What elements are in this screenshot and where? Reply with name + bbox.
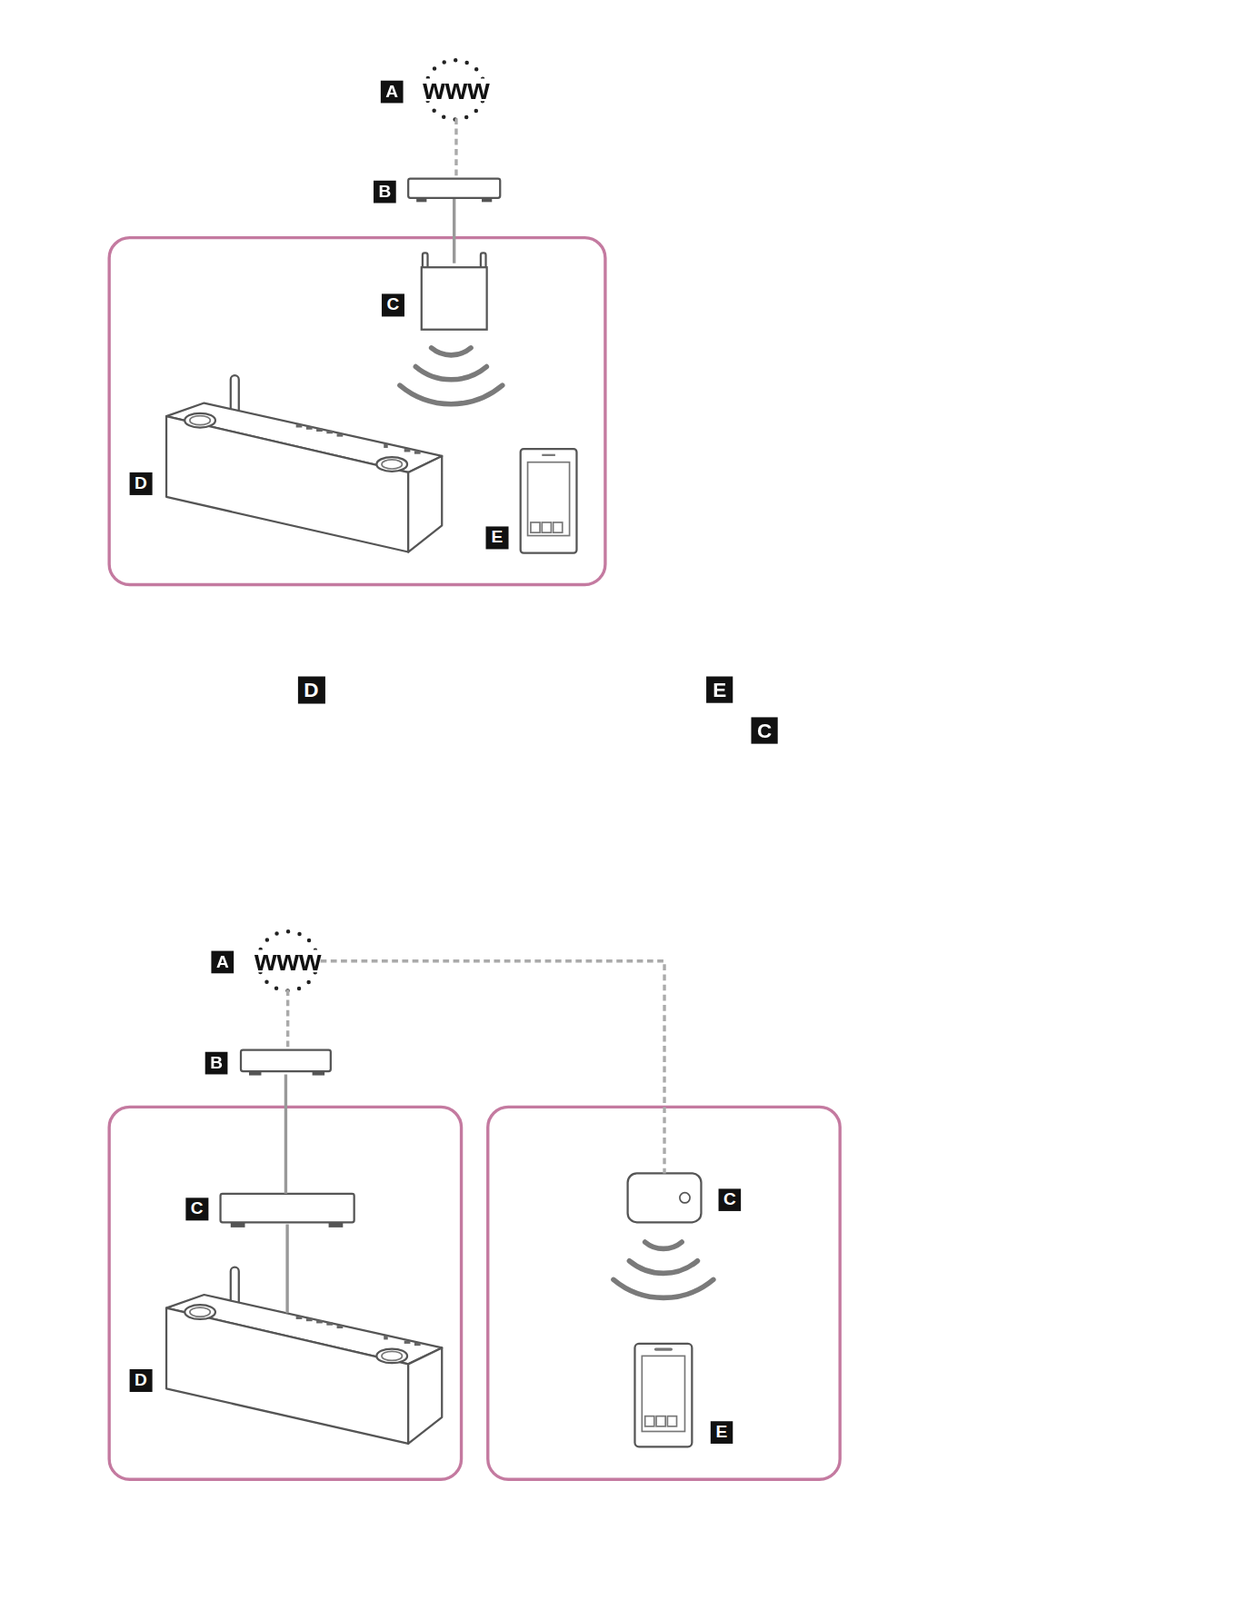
device-node: D [166, 421, 443, 553]
cable-link [452, 199, 456, 264]
callout-letter: E [486, 526, 509, 549]
internet-link [320, 961, 665, 1175]
cable-link [284, 1074, 288, 1194]
callout-letter: A [380, 80, 404, 104]
callout-letter: E [710, 1421, 734, 1445]
device-node: C [220, 1194, 355, 1226]
callout-letter: D [129, 1369, 153, 1393]
wifi-waves [399, 348, 503, 405]
device-node: E [520, 448, 578, 554]
cable-link [285, 1225, 289, 1315]
callout-letter: A [210, 951, 234, 975]
device-node: Awww [420, 60, 493, 119]
speaker [166, 1267, 442, 1445]
internet-link [286, 989, 290, 1050]
callout-letter: C [718, 1188, 742, 1212]
device-node: C [421, 263, 488, 330]
callout-letter: B [205, 1052, 229, 1076]
wireless-router [421, 252, 488, 330]
device-node: D [166, 1313, 443, 1449]
device-node: B [240, 1050, 331, 1076]
wifi-waves [613, 1242, 714, 1298]
callout-letter: D [129, 472, 153, 496]
callout-letter: B [373, 180, 397, 204]
smartphone [520, 448, 578, 554]
router [220, 1194, 355, 1228]
callout-letter: C [750, 717, 778, 744]
callout-letter: D [298, 677, 325, 704]
modem [408, 179, 500, 203]
callout-letter: E [706, 677, 733, 704]
device-node: C [628, 1173, 702, 1223]
node-text: www [420, 60, 493, 119]
device-node: B [408, 179, 500, 200]
internet-link [454, 118, 458, 179]
device-node: E [634, 1344, 692, 1447]
modem [240, 1050, 331, 1077]
network-frame [109, 238, 606, 586]
callout-letter: C [381, 293, 405, 317]
device-node: Awww [255, 932, 321, 990]
smartphone [634, 1344, 692, 1447]
node-text: www [255, 932, 321, 990]
mobile-router [628, 1173, 702, 1223]
speaker [166, 375, 442, 552]
callout-letter: C [185, 1197, 209, 1221]
